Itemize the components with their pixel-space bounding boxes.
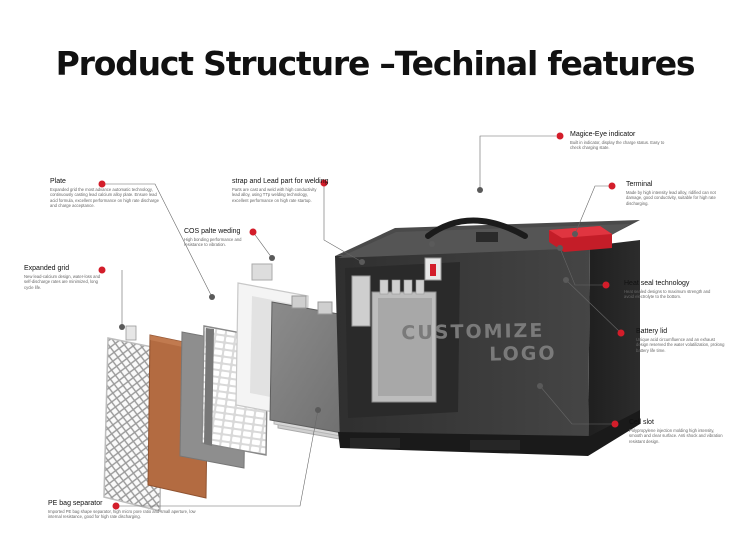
label-magic-eye-desc: Built in indicator, display the charge s…: [570, 140, 665, 151]
label-pe-bag-name: PE bag separator: [48, 500, 103, 507]
label-battery-lid-name: Battery lid: [636, 328, 668, 335]
page-title: Product Structure –Techinal features: [55, 44, 696, 83]
label-battery-lid: Battery lid Unique acid circumfluence an…: [636, 328, 726, 353]
label-cell-slot-name: Cell slot: [629, 419, 654, 426]
label-battery-lid-desc: Unique acid circumfluence and an exhaust…: [636, 337, 725, 353]
label-cell-slot: Cell slot Polypropylene injection moldin…: [629, 419, 725, 444]
label-markers: [98, 132, 625, 510]
logo-text-line2: LOGO: [489, 342, 557, 365]
label-expanded-grid-name: Expanded grid: [24, 265, 70, 272]
label-plate-desc: Expanded grid the most advance automatic…: [50, 187, 159, 209]
label-terminal: Terminal Made by high intensity lead all…: [626, 181, 722, 206]
label-cell-slot-desc: Polypropylene injection molding high int…: [629, 428, 723, 444]
label-magic-eye: Magice-Eye indicator Built in indicator,…: [570, 131, 670, 151]
label-strap-desc: Parts are cast and weld with high conduc…: [232, 187, 317, 203]
logo-text-line1: CUSTOMIZE: [401, 320, 544, 344]
label-expanded-grid: Expanded grid New lead-calcium design, w…: [24, 265, 104, 290]
leader-lines: [102, 135, 622, 507]
expanded-grid-part: [103, 325, 163, 512]
label-plate: Plate Expanded grid the most advance aut…: [50, 178, 160, 209]
label-terminal-desc: Made by high intensity lead alloy, ridif…: [626, 190, 716, 206]
battery-case: CUSTOMIZE LOGO: [335, 217, 640, 456]
label-terminal-name: Terminal: [626, 181, 653, 188]
label-heat-seal: Heat seal technology Heat sealed designs…: [624, 280, 720, 300]
label-heat-seal-desc: Heat sealed designs to maximum strength …: [624, 289, 711, 300]
label-expanded-grid-desc: New lead-calcium design, water-loss and …: [24, 274, 101, 290]
label-strap-name: strap and Lead part for welding: [232, 178, 329, 185]
label-pe-bag-desc: Imported PE bag shape separator, high mi…: [48, 509, 196, 520]
label-cos-name: COS palte weding: [184, 228, 241, 235]
leader-endpoints: [119, 187, 578, 413]
label-pe-bag: PE bag separator Imported PE bag shape s…: [48, 500, 198, 520]
label-magic-eye-name: Magice-Eye indicator: [570, 131, 636, 138]
label-heat-seal-name: Heat seal technology: [624, 280, 690, 287]
label-strap: strap and Lead part for welding Parts ar…: [232, 178, 329, 203]
label-plate-name: Plate: [50, 178, 66, 185]
label-cos-desc: High bonding performance and resistance …: [184, 237, 242, 248]
label-cos: COS palte weding High bonding performanc…: [184, 228, 252, 248]
